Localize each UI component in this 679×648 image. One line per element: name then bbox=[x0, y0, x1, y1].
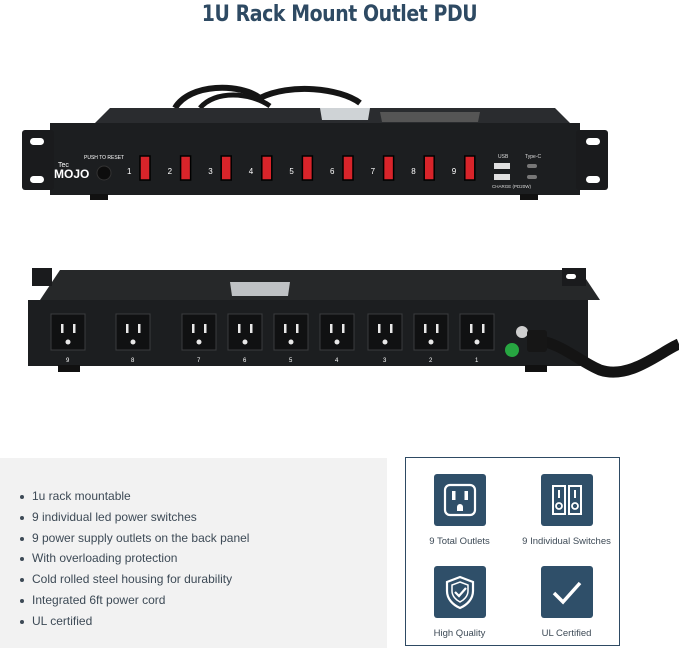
switch-number: 4 bbox=[249, 167, 254, 176]
power-switch-1[interactable] bbox=[139, 155, 151, 181]
outlet-8 bbox=[115, 313, 151, 351]
outlet-number: 7 bbox=[197, 358, 201, 364]
outlet-9 bbox=[50, 313, 86, 351]
typec-label: Type-C bbox=[525, 154, 542, 160]
list-item: UL certified bbox=[20, 611, 249, 632]
badge-label: High Quality bbox=[433, 628, 486, 639]
outlet-number: 4 bbox=[335, 358, 339, 364]
outlet-number: 2 bbox=[429, 358, 433, 364]
switch-number: 8 bbox=[411, 167, 416, 176]
feature-panel: 1u rack mountable 9 individual led power… bbox=[0, 458, 387, 648]
usb-port bbox=[494, 163, 510, 169]
badge-ul-certified: UL Certified bbox=[513, 566, 620, 639]
brand-tec-text: Tec bbox=[58, 162, 69, 169]
outlet-7 bbox=[181, 313, 217, 351]
outlet-4 bbox=[319, 313, 355, 351]
feature-list: 1u rack mountable 9 individual led power… bbox=[20, 486, 249, 632]
badge-label: UL Certified bbox=[541, 628, 592, 639]
shield-check-icon bbox=[433, 566, 486, 618]
power-switch-3[interactable] bbox=[220, 155, 232, 181]
power-switch-5[interactable] bbox=[301, 155, 314, 181]
power-switch-9[interactable] bbox=[464, 155, 476, 181]
power-switch-2[interactable] bbox=[179, 155, 192, 181]
list-item: 9 power supply outlets on the back panel bbox=[20, 528, 249, 549]
outlet-number: 5 bbox=[289, 358, 293, 364]
badge-individual-switches: 9 Individual Switches bbox=[513, 474, 620, 547]
list-item: Cold rolled steel housing for durability bbox=[20, 569, 249, 590]
reset-button[interactable] bbox=[96, 165, 112, 181]
power-switch-7[interactable] bbox=[382, 155, 395, 181]
pdu-front-photo: Tec MOJO PUSH TO RESET USB Type-C CHARGE… bbox=[22, 84, 608, 200]
power-switch-8[interactable] bbox=[423, 155, 435, 181]
badge-label: 9 Total Outlets bbox=[429, 536, 490, 547]
outlet-1 bbox=[459, 313, 495, 351]
switch-number: 6 bbox=[330, 167, 335, 176]
list-item: 9 individual led power switches bbox=[20, 507, 249, 528]
outlet-number: 9 bbox=[66, 358, 70, 364]
switch-number: 5 bbox=[289, 167, 294, 176]
outlet-3 bbox=[367, 313, 403, 351]
pdu-back-photo: 9 8 7 6 5 4 3 2 1 bbox=[28, 268, 679, 378]
typec-port bbox=[527, 175, 537, 179]
reset-label: PUSH TO RESET bbox=[84, 155, 124, 161]
badge-high-quality: High Quality bbox=[406, 566, 513, 639]
outlet-5 bbox=[273, 313, 309, 351]
page-title: 1U Rack Mount Outlet PDU bbox=[201, 2, 478, 27]
typec-port bbox=[527, 164, 537, 168]
outlet-number: 6 bbox=[243, 358, 247, 364]
checkmark-icon bbox=[540, 566, 593, 618]
outlet-2 bbox=[413, 313, 449, 351]
outlet-6 bbox=[227, 313, 263, 351]
outlet-number: 1 bbox=[475, 358, 479, 364]
badge-label: 9 Individual Switches bbox=[522, 536, 611, 547]
badges-box: 9 Total Outlets 9 Individual Switches Hi… bbox=[405, 457, 620, 646]
switches-icon bbox=[540, 474, 593, 526]
switch-number: 7 bbox=[371, 167, 376, 176]
list-item: 1u rack mountable bbox=[20, 486, 249, 507]
outlet-icon bbox=[433, 474, 486, 526]
switch-number: 1 bbox=[127, 167, 132, 176]
brand-logo: MOJO bbox=[54, 167, 89, 181]
badge-total-outlets: 9 Total Outlets bbox=[406, 474, 513, 547]
outlet-number: 8 bbox=[131, 358, 135, 364]
switch-number: 9 bbox=[452, 167, 457, 176]
usb-port bbox=[494, 174, 510, 180]
charge-label: CHARGE (PD20W) bbox=[492, 184, 532, 189]
switch-number: 3 bbox=[208, 167, 213, 176]
switch-number: 2 bbox=[168, 167, 173, 176]
power-switch-4[interactable] bbox=[261, 155, 273, 181]
list-item: With overloading protection bbox=[20, 548, 249, 569]
power-switch-6[interactable] bbox=[342, 155, 354, 181]
outlet-number: 3 bbox=[383, 358, 387, 364]
list-item: Integrated 6ft power cord bbox=[20, 590, 249, 611]
usb-label: USB bbox=[498, 154, 509, 160]
